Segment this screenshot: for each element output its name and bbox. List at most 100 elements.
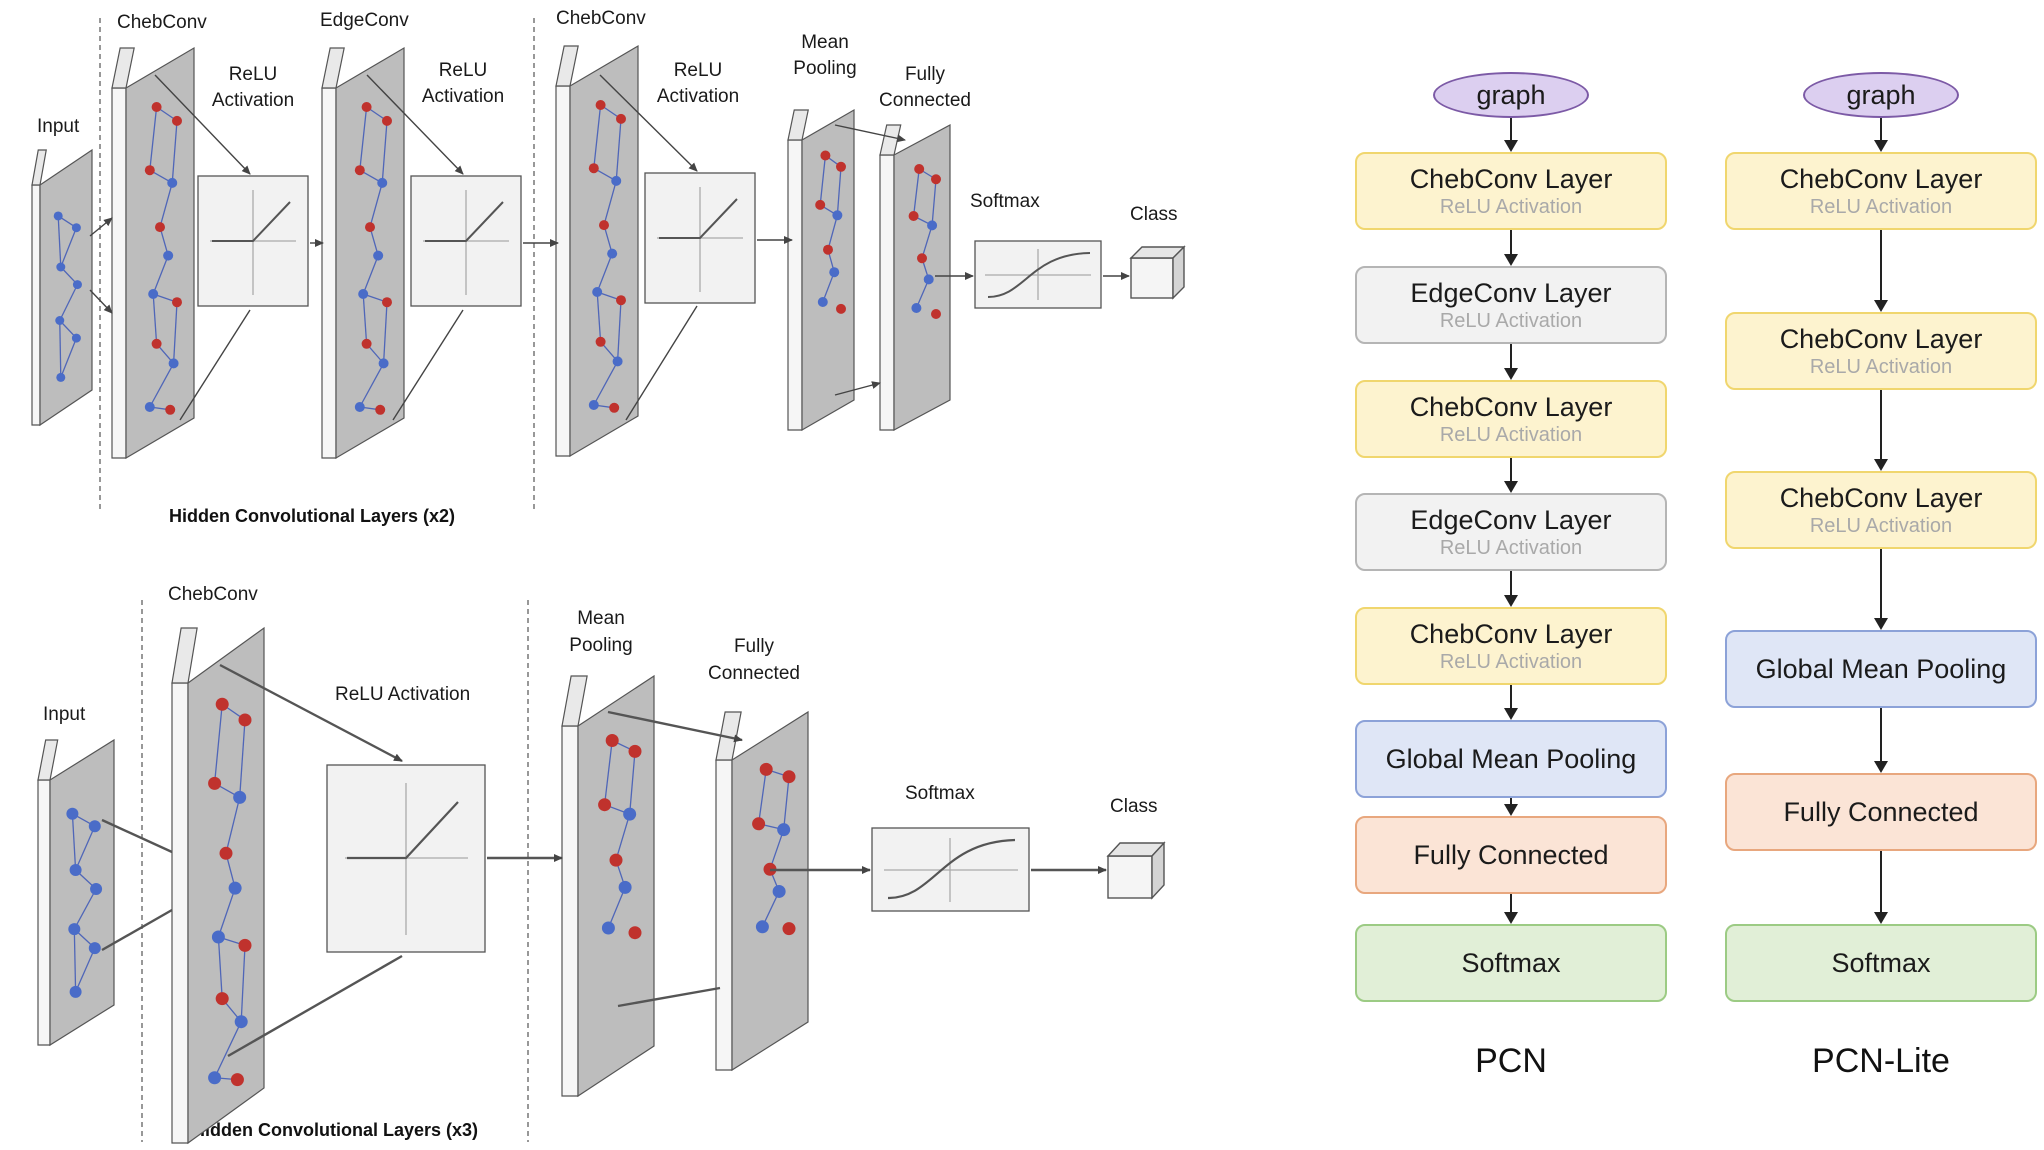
top-relu2-label-2: Activation: [422, 86, 504, 107]
top-fc-label-2: Connected: [879, 90, 971, 111]
top-mean-pooling-label-1: Mean: [801, 32, 849, 53]
bottom-panels: [37, 626, 809, 1145]
top-input-panel: [31, 148, 93, 427]
pcn-lite-arrow: [1874, 851, 1888, 924]
top-relu1-label-2: Activation: [212, 90, 294, 111]
pcn-arrow: [1504, 344, 1518, 380]
top-caption: Hidden Convolutional Layers (x2): [169, 506, 455, 526]
block-subtitle: ReLU Activation: [1439, 196, 1583, 218]
pcn-lite-title: PCN-Lite: [1812, 1042, 1950, 1080]
top-edgeconv-label: EdgeConv: [320, 10, 409, 31]
pcn-title: PCN: [1475, 1042, 1547, 1080]
pcn-block-softmax: Softmax: [1355, 924, 1667, 1002]
pcn-arrow: [1504, 798, 1518, 816]
bottom-fc-label-1: Fully: [734, 636, 775, 657]
bottom-relu-label: ReLU Activation: [335, 684, 470, 705]
top-relu-box-1: [197, 175, 309, 307]
bottom-network: Input ChebConv ReLU Activation Mean Pool…: [37, 584, 1166, 1145]
block-title: EdgeConv Layer: [1410, 278, 1612, 308]
top-class-cube: [1129, 245, 1186, 300]
top-chebconv2-label: ChebConv: [556, 8, 646, 29]
top-mean-pooling-label-2: Pooling: [793, 58, 856, 79]
pcn-lite-graph-input: graph: [1803, 72, 1959, 118]
pcn-arrow: [1504, 458, 1518, 493]
block-title: ChebConv Layer: [1409, 619, 1613, 649]
pcn-block-fully-connected: Fully Connected: [1355, 816, 1667, 894]
top-softmax-label: Softmax: [970, 191, 1040, 212]
top-fc-panel: [879, 123, 951, 432]
top-fc-label-1: Fully: [905, 64, 946, 85]
block-title: Softmax: [1831, 948, 1931, 978]
top-relu-box-3: [644, 172, 756, 304]
pcn-arrow: [1504, 685, 1518, 720]
pcn-arrow: [1504, 894, 1518, 924]
bottom-fc-panel: [715, 710, 809, 1072]
pcn-lite-block-fully-connected: Fully Connected: [1725, 773, 2037, 851]
pcn-lite-block-global-mean-pooling: Global Mean Pooling: [1725, 630, 2037, 708]
top-mean-pooling-panel: [787, 108, 855, 432]
pcn-lite-arrow: [1874, 708, 1888, 773]
bottom-mean-pooling-label-2: Pooling: [569, 635, 632, 656]
block-subtitle: ReLU Activation: [1439, 310, 1583, 332]
pcn-lite-arrow: [1874, 549, 1888, 630]
bottom-input-label: Input: [43, 704, 86, 725]
top-relu2-label-1: ReLU: [439, 60, 488, 81]
top-connectors: [89, 74, 1130, 421]
bottom-fc-label-2: Connected: [708, 663, 800, 684]
bottom-chebconv-panel: [171, 626, 265, 1145]
pcn-graph-input: graph: [1433, 72, 1589, 118]
top-class-label: Class: [1130, 204, 1178, 225]
pcn-block-global-mean-pooling: Global Mean Pooling: [1355, 720, 1667, 798]
top-edgeconv-panel: [321, 46, 405, 460]
block-title: EdgeConv Layer: [1410, 505, 1612, 535]
block-title: ChebConv Layer: [1779, 324, 1983, 354]
bottom-mean-pooling-label-1: Mean: [577, 608, 625, 629]
block-title: ChebConv Layer: [1409, 164, 1613, 194]
top-chebconv2-panel: [555, 44, 639, 458]
top-relu3-label-2: Activation: [657, 86, 739, 107]
block-subtitle: ReLU Activation: [1809, 196, 1953, 218]
block-title: Global Mean Pooling: [1385, 744, 1637, 774]
pcn-arrow: [1504, 571, 1518, 607]
pcn-lite-block-softmax: Softmax: [1725, 924, 2037, 1002]
block-subtitle: ReLU Activation: [1439, 651, 1583, 673]
block-title: ChebConv Layer: [1409, 392, 1613, 422]
pcn-arrow: [1504, 118, 1518, 152]
pcn-lite-arrow: [1874, 230, 1888, 312]
block-subtitle: ReLU Activation: [1809, 515, 1953, 537]
block-title: ChebConv Layer: [1779, 164, 1983, 194]
bottom-class-cube: [1106, 841, 1166, 900]
block-title: ChebConv Layer: [1779, 483, 1983, 513]
top-input-label: Input: [37, 116, 80, 137]
block-title: Global Mean Pooling: [1755, 654, 2007, 684]
pcn-arrow: [1504, 230, 1518, 266]
top-network: Input ChebConv ReLU Activation EdgeConv …: [31, 8, 1186, 526]
bottom-softmax-box: [871, 827, 1030, 912]
bottom-chebconv-label: ChebConv: [168, 584, 258, 605]
bottom-softmax-label: Softmax: [905, 783, 975, 804]
block-subtitle: ReLU Activation: [1439, 537, 1583, 559]
top-relu1-label-1: ReLU: [229, 64, 278, 85]
top-panels: [31, 44, 951, 460]
top-chebconv1-label: ChebConv: [117, 12, 207, 33]
block-title: Fully Connected: [1413, 840, 1609, 870]
block-subtitle: ReLU Activation: [1809, 356, 1953, 378]
pcn-lite-arrow: [1874, 390, 1888, 471]
bottom-connectors: [101, 663, 1107, 1058]
bottom-relu-box: [326, 764, 486, 953]
block-title: Softmax: [1461, 948, 1561, 978]
block-title: Fully Connected: [1783, 797, 1979, 827]
bottom-input-panel: [37, 738, 115, 1047]
bottom-caption: Hidden Convolutional Layers (x3): [192, 1120, 478, 1140]
top-relu-box-2: [410, 175, 522, 307]
bottom-mean-pooling-panel: [561, 674, 655, 1098]
